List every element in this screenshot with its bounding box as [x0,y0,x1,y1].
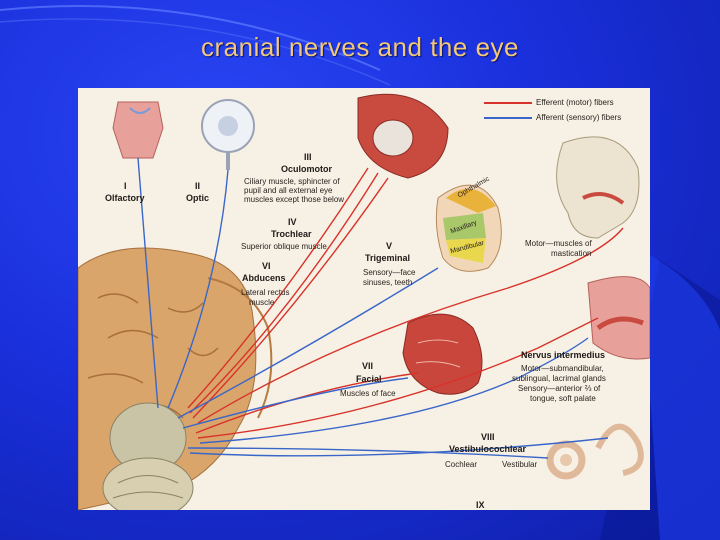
efferent-legend-label: Efferent (motor) fibers [536,98,614,107]
trochlear-number: IV [288,217,297,227]
trigeminal-motor-1: Motor—muscles of [525,239,592,248]
optic-number: II [195,181,201,191]
olfactory-name: Olfactory [105,193,145,203]
afferent-legend-swatch [484,117,532,119]
abducens-name: Abducens [242,273,286,283]
intermedius-desc-3: Sensory—anterior ⅔ of [518,384,601,393]
glossopharyngeal-number: IX [476,500,485,510]
trigeminal-desc-1: Sensory—face [363,268,416,277]
olfactory-number: I [124,181,127,191]
intermedius-desc-1: Motor—submandibular, [521,364,604,373]
nasal-cavity-illustration [112,101,164,159]
intermedius-name: Nervus intermedius [521,350,606,360]
facial-desc: Muscles of face [340,389,396,398]
slide-title: cranial nerves and the eye [201,32,519,62]
afferent-fibers [137,157,609,459]
intermedius-desc-2: sublingual, lacrimal glands [512,374,606,383]
optic-name: Optic [186,193,210,203]
oculomotor-number: III [304,152,312,162]
abducens-desc-2: muscle [249,298,275,307]
oculomotor-desc-3: muscles except those below [244,195,345,204]
trigeminal-motor-2: mastication [551,249,592,258]
illustration-panel: Efferent (motor) fibers Afferent (sensor… [78,88,650,510]
trigeminal-number: V [386,241,393,251]
cranial-nerve-illustration [78,93,650,510]
vestibular-label: Vestibular [502,460,538,469]
vestibulocochlear-name: Vestibulocochlear [449,444,527,454]
trochlear-name: Trochlear [271,229,312,239]
oculomotor-name: Oculomotor [281,164,332,174]
abducens-number: VI [262,261,271,271]
face-muscle-illustration [402,313,483,395]
cochlear-label: Cochlear [445,460,478,469]
facial-number: VII [362,361,374,371]
abducens-desc-1: Lateral rectus [241,288,290,297]
intermedius-desc-4: tongue, soft palate [530,394,596,403]
vestibulocochlear-number: VIII [481,432,495,442]
efferent-legend-swatch [484,102,532,104]
trochlear-desc: Superior oblique muscle [241,242,327,251]
afferent-legend-label: Afferent (sensory) fibers [536,113,622,122]
skull-illustration [556,136,640,239]
trigeminal-desc-2: sinuses, teeth [363,278,413,287]
facial-name: Facial [356,374,382,384]
trigeminal-name: Trigeminal [365,253,411,263]
oculomotor-desc-2: pupil and all external eye [244,186,333,195]
efferent-fibers [187,167,624,439]
oculomotor-desc-1: Ciliary muscle, sphincter of [244,177,340,186]
inner-ear-illustration [546,423,644,480]
